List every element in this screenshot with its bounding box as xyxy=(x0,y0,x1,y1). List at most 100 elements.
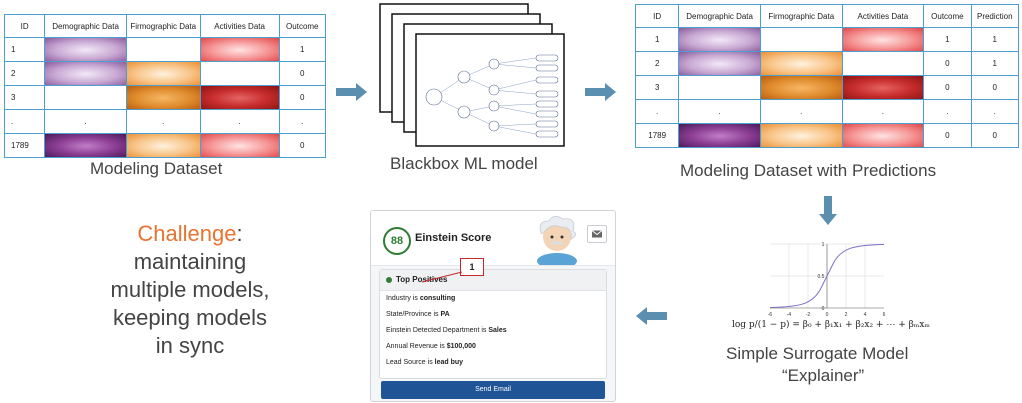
einstein-score-card: 88 Einstein Score Top Positives Industry… xyxy=(370,210,616,402)
cell-prediction: 0 xyxy=(970,75,1020,100)
table-header-row: ID Demographic Data Firmographic Data Ac… xyxy=(3,14,327,38)
y-tick: 1 xyxy=(822,242,825,248)
header-activities: Activities Data xyxy=(199,14,280,38)
header-prediction: Prediction xyxy=(970,4,1020,28)
factor-row: Lead Source is lead buy xyxy=(380,355,606,371)
x-tick: -4 xyxy=(787,312,792,318)
cell-demographic xyxy=(678,123,761,148)
x-tick: 6 xyxy=(883,312,886,318)
cell-outcome: 0 xyxy=(923,75,972,100)
x-tick: -6 xyxy=(768,312,773,318)
cell-outcome: 0 xyxy=(923,123,972,148)
arrow-right-icon xyxy=(585,83,616,101)
factor-row: Einstein Detected Department is Sales xyxy=(380,323,606,339)
cell-activities: . xyxy=(841,99,925,124)
factor-value: $100,000 xyxy=(446,343,476,350)
callout-badge: 1 xyxy=(460,258,484,276)
factor-row: Annual Revenue is $100,000 xyxy=(380,339,606,355)
cell-activities xyxy=(841,27,925,52)
challenge-line: multiple models, xyxy=(110,277,270,302)
predictions-table: ID Demographic Data Firmographic Data Ac… xyxy=(634,4,1020,148)
cell-outcome: 1 xyxy=(923,27,972,52)
cell-demographic xyxy=(678,75,761,100)
cell-activities xyxy=(841,123,925,148)
header-id: ID xyxy=(634,4,680,28)
top-positives-header: Top Positives xyxy=(380,270,606,291)
cell-firmographic xyxy=(125,85,201,110)
email-button[interactable] xyxy=(587,225,607,243)
predictions-caption: Modeling Dataset with Predictions xyxy=(680,161,937,180)
callout-line xyxy=(421,271,463,283)
cell-firmographic: . xyxy=(125,109,201,134)
factor-label: Lead Source is xyxy=(386,359,435,366)
send-email-button[interactable]: Send Email xyxy=(381,381,605,399)
cell-outcome: . xyxy=(278,109,327,134)
top-positives-title: Top Positives xyxy=(396,275,448,284)
logit-formula: log p/(1 − p) = β₀ + β₁x₁ + β₂x₂ + ⋯ + β… xyxy=(732,320,930,330)
y-tick: 0.5 xyxy=(818,274,825,280)
cell-id: . xyxy=(634,99,680,124)
table-row: 3 0 xyxy=(3,85,327,110)
cell-outcome: 1 xyxy=(278,37,327,62)
x-tick: 0 xyxy=(826,312,829,318)
table-row: 3 0 0 xyxy=(634,75,1020,100)
factor-label: Einstein Detected Department is xyxy=(386,327,489,334)
cell-outcome: . xyxy=(923,99,972,124)
factor-value: Sales xyxy=(488,327,507,334)
green-dot-icon xyxy=(386,277,392,283)
cell-demographic xyxy=(44,37,127,62)
cell-firmographic xyxy=(759,123,843,148)
cell-prediction: . xyxy=(970,99,1020,124)
cell-activities xyxy=(199,37,280,62)
factor-value: consulting xyxy=(419,295,456,302)
cell-id: 3 xyxy=(634,75,680,100)
cell-demographic xyxy=(44,85,127,110)
cell-activities xyxy=(841,51,925,76)
table-row: 1789 0 xyxy=(3,133,327,158)
factor-label: Annual Revenue is xyxy=(386,343,447,350)
cell-demographic xyxy=(44,133,127,158)
cell-prediction: 1 xyxy=(970,27,1020,52)
table-row: 2 0 xyxy=(3,61,327,86)
cell-id: 2 xyxy=(3,61,46,86)
cell-firmographic: . xyxy=(759,99,843,124)
factor-label: State/Province is xyxy=(386,311,441,318)
blackbox-model-graphic xyxy=(379,3,565,147)
cell-demographic: . xyxy=(44,109,127,134)
factor-value: PA xyxy=(440,311,450,318)
table-row: . . . . . xyxy=(3,109,327,134)
cell-id: 2 xyxy=(634,51,680,76)
table-row: 1 1 xyxy=(3,37,327,62)
cell-id: 1789 xyxy=(634,123,680,148)
factor-row: Industry is consulting xyxy=(380,291,606,307)
cell-outcome: 0 xyxy=(278,61,327,86)
cell-firmographic xyxy=(759,51,843,76)
header-outcome: Outcome xyxy=(278,14,327,38)
score-badge: 88 xyxy=(383,227,411,255)
cell-activities: . xyxy=(199,109,280,134)
cell-prediction: 1 xyxy=(970,51,1020,76)
cell-id: 3 xyxy=(3,85,46,110)
table-header-row: ID Demographic Data Firmographic Data Ac… xyxy=(634,4,1020,28)
cell-outcome: 0 xyxy=(923,51,972,76)
envelope-icon xyxy=(591,230,603,238)
cell-firmographic xyxy=(759,27,843,52)
score-title: Einstein Score xyxy=(415,232,492,244)
cell-id: . xyxy=(3,109,46,134)
table-row: 1789 0 0 xyxy=(634,123,1020,148)
einstein-avatar-icon xyxy=(537,216,577,265)
cell-outcome: 0 xyxy=(278,133,327,158)
factor-value: lead buy xyxy=(434,359,464,366)
challenge-line: in sync xyxy=(155,333,225,358)
x-tick: 2 xyxy=(845,312,848,318)
cell-demographic: . xyxy=(678,99,761,124)
cell-demographic xyxy=(678,51,761,76)
header-activities: Activities Data xyxy=(841,4,925,28)
challenge-heading: Challenge: xyxy=(70,220,310,248)
table-row: 2 0 1 xyxy=(634,51,1020,76)
cell-id: 1789 xyxy=(3,133,46,158)
cell-activities xyxy=(199,61,280,86)
challenge-colon: : xyxy=(236,221,243,246)
header-firmographic: Firmographic Data xyxy=(125,14,201,38)
card-header: 88 Einstein Score xyxy=(371,211,615,266)
